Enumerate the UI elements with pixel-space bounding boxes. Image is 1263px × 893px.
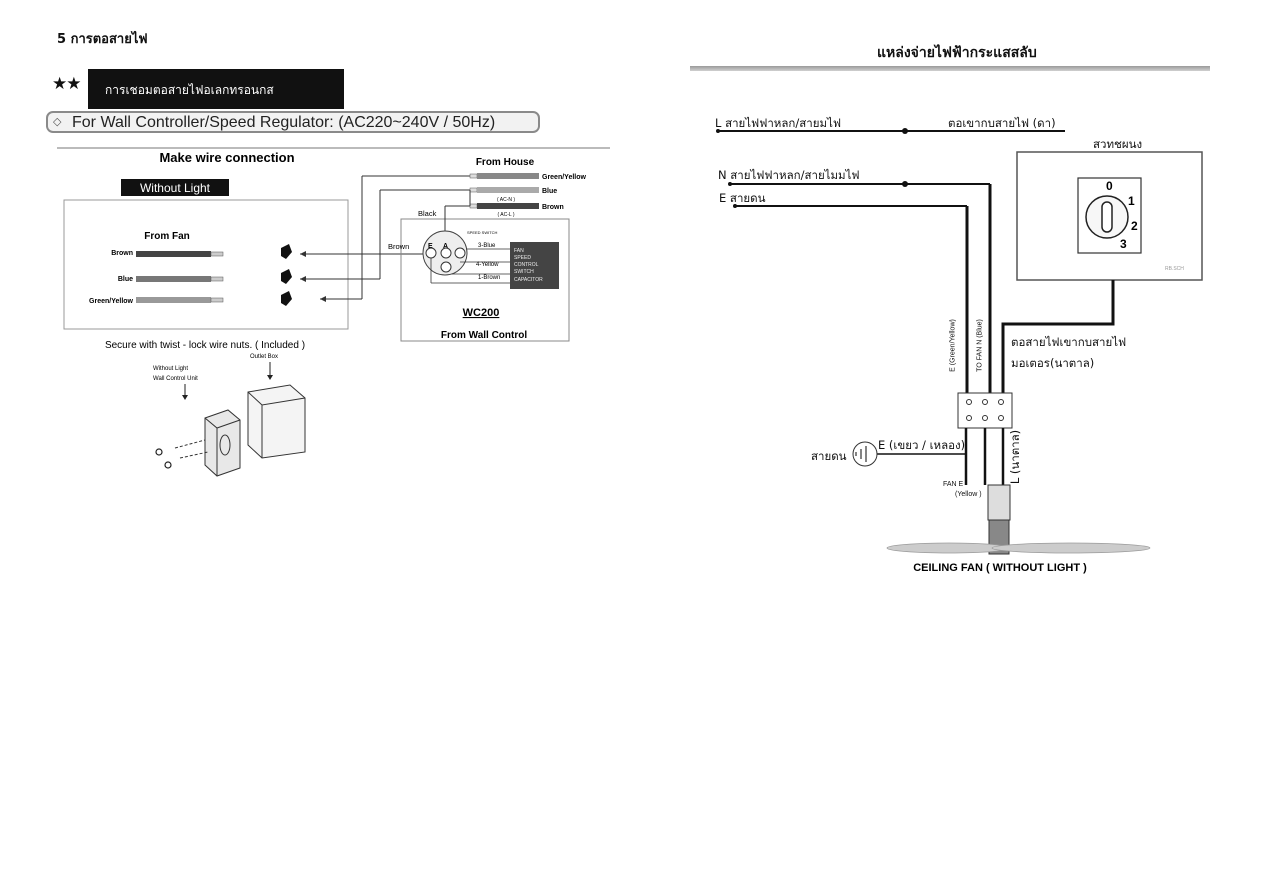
- switch-label-3-blue: 3-Blue: [478, 243, 496, 249]
- model-text: WC200: [463, 307, 500, 319]
- fan-blade-right: [991, 542, 1151, 554]
- ac-supply-title: แหล่งจ่ายไฟฟ้ากระแสสลับ: [877, 45, 1037, 61]
- section-title: 5 การตอสายไฟ: [57, 32, 148, 47]
- switch-label-1-brown: 1-Brown: [478, 275, 500, 281]
- section-banner-text: การเชอมตอสายไฟอเลกทรอนกส: [105, 83, 274, 97]
- from-house-text: From House: [476, 157, 535, 168]
- fan-wire-label-green-yellow: Green/Yellow: [89, 298, 134, 305]
- svg-text:SWITCH: SWITCH: [514, 269, 534, 275]
- ground-label: สายดน: [811, 449, 847, 463]
- connect-to-label: ตอเขากบสายไฟ (ดา): [948, 116, 1056, 130]
- title-rule: [690, 66, 1210, 71]
- plate-tag: RB.SCH: [1165, 266, 1184, 272]
- unit-label-line1: Without Light: [153, 366, 188, 372]
- house-wire-label-brown: Brown: [542, 204, 564, 211]
- ground-symbol-icon: [852, 441, 878, 467]
- svg-text:SPEED: SPEED: [514, 255, 531, 261]
- from-fan-box: [63, 199, 349, 330]
- capacitor-text: FAN SPEED CONTROL SWITCH CAPACITOR: [514, 248, 543, 283]
- house-tag-acn: ( AC-N ): [497, 197, 515, 203]
- ceiling-fan-label: CEILING FAN ( WITHOUT LIGHT ): [913, 562, 1087, 574]
- house-tag-acl: ( AC-L ): [497, 212, 514, 218]
- fan-e-label: FAN E: [943, 481, 964, 488]
- outlet-box-label: Outlet Box: [250, 354, 278, 360]
- wall-switch-label: สวทชผนง: [1093, 137, 1143, 151]
- junction-dot: [902, 128, 908, 134]
- section-banner: การเชอมตอสายไฟอเลกทรอนกส: [88, 69, 344, 109]
- l-brown-label: L (นาตาล): [1008, 429, 1023, 485]
- star-icons: ★★: [52, 74, 82, 94]
- svg-text:FAN: FAN: [514, 248, 524, 254]
- screw-icon: [155, 448, 163, 456]
- vertical-e-label: E (Green/Yellow): [949, 319, 957, 372]
- ceiling-fan-wiring-diagram: 0 1 2 3 RB.SCH CEILING FAN ( WITHOUT LIG…: [716, 128, 1203, 574]
- dial-position-1: 1: [1128, 194, 1135, 208]
- svg-text:CAPACITOR: CAPACITOR: [514, 277, 543, 283]
- switched-live-wire: [1001, 280, 1115, 398]
- vertical-n-label: TO FAN N (Blue): [976, 319, 984, 372]
- house-wire-label-blue: Blue: [542, 188, 557, 195]
- secure-note: Secure with twist - lock wire nuts. ( In…: [105, 340, 305, 351]
- svg-text:A: A: [443, 243, 448, 250]
- outlet-box-sketch: [204, 384, 306, 477]
- fan-wire-label-brown: Brown: [111, 250, 133, 257]
- n-line-label: N สายไฟฟาหลก/สายไมมไฟ: [718, 168, 860, 182]
- dial-position-0: 0: [1106, 179, 1113, 193]
- house-wire-label-green-yellow: Green/Yellow: [542, 174, 587, 181]
- diamond-icon: ◇: [53, 116, 62, 128]
- make-wire-connection-text: Make wire connection: [159, 150, 294, 165]
- switch-label-4-yellow: 4-Yellow: [476, 262, 499, 268]
- brown-wire-label: Brown: [388, 242, 409, 251]
- fan-wire-blue: [136, 276, 211, 282]
- junction-dot: [902, 181, 908, 187]
- black-wire-label: Black: [418, 209, 437, 218]
- l-line-label: L สายไฟฟาหลก/สายมไฟ: [715, 116, 841, 130]
- from-fan-text: From Fan: [144, 231, 190, 242]
- unit-label-line2: Wall Control Unit: [153, 376, 198, 382]
- speed-switch-tiny: SPEED SWITCH: [467, 230, 498, 235]
- dial-position-2: 2: [1131, 219, 1138, 233]
- fan-motor-housing: [987, 484, 1011, 521]
- e-green-yellow-label: E (เขยว / เหลอง): [878, 438, 966, 452]
- capacitor-box: [510, 242, 559, 289]
- without-light-text: Without Light: [140, 181, 211, 195]
- screw-icon: [164, 461, 172, 469]
- fan-wire-label-blue: Blue: [118, 276, 133, 283]
- wc200-box: [400, 218, 570, 342]
- wall-controller-label: ◇ For Wall Controller/Speed Regulator: (…: [46, 111, 540, 133]
- svg-text:CONTROL: CONTROL: [514, 262, 539, 268]
- fan-wire-brown: [136, 251, 211, 257]
- dial-knob: [1101, 201, 1113, 233]
- fan-e-yellow-label: (Yellow ): [955, 491, 982, 498]
- svg-text:E: E: [428, 243, 433, 250]
- motor-connect-line1: ตอสายไฟเขากบสายไฟ: [1011, 335, 1127, 349]
- wall-controller-text: For Wall Controller/Speed Regulator: (AC…: [72, 114, 496, 131]
- wire-nut-icons: [281, 244, 292, 306]
- wall-control-wiring-diagram: Make wire connection Without Light From …: [57, 147, 610, 477]
- fan-wire-green-yellow: [136, 297, 211, 303]
- motor-connect-line2: มอเตอร(นาตาล): [1011, 356, 1095, 370]
- without-light-box: [121, 179, 229, 196]
- from-wall-control-text: From Wall Control: [441, 330, 528, 341]
- e-line-label: E สายดน: [719, 191, 766, 205]
- dial-position-3: 3: [1120, 237, 1127, 251]
- terminal-block: [957, 392, 1013, 429]
